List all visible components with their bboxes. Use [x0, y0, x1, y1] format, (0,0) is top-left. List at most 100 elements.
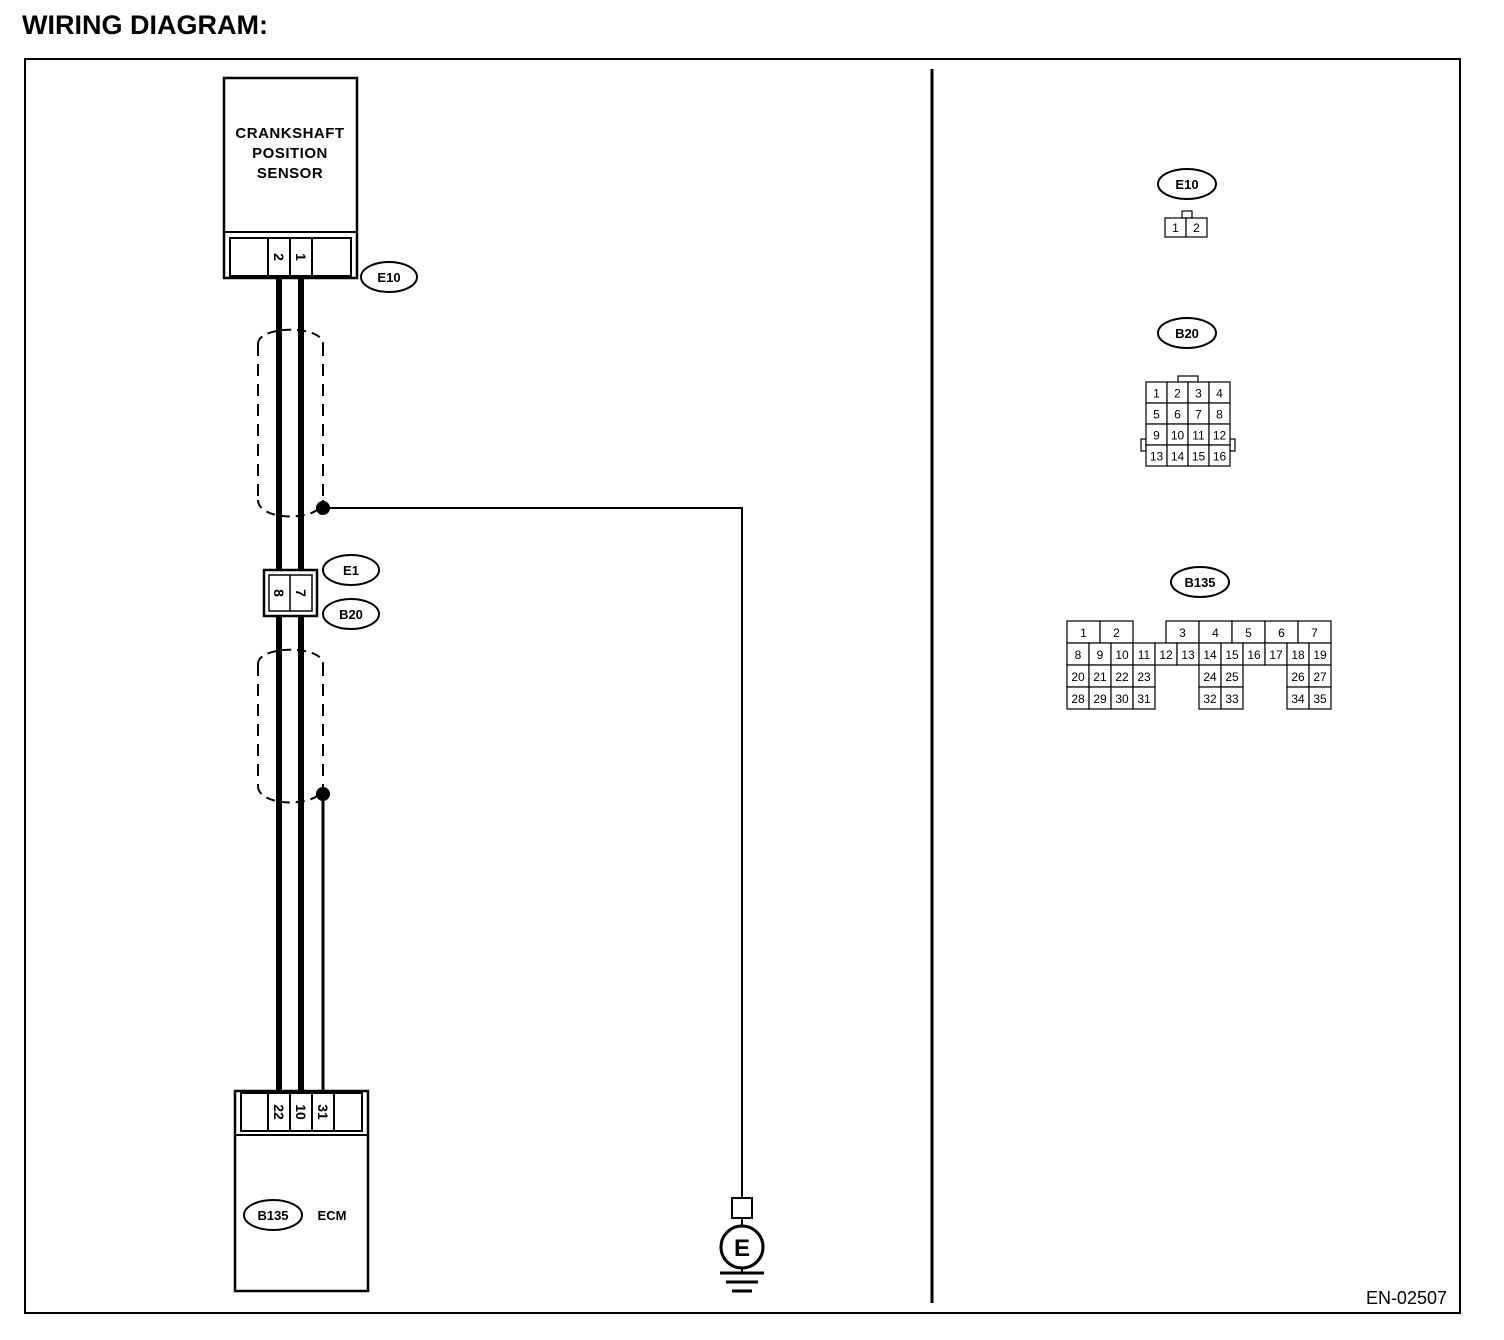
joint-pin-label: 7: [293, 589, 309, 597]
connector-tag-b135: B135: [243, 1199, 303, 1231]
connector-view-e10: E10 1 2: [1157, 168, 1217, 238]
shield-ground-wire: [316, 501, 743, 1198]
connector-view-tag: B135: [1184, 575, 1215, 590]
pin-cell: 22: [1115, 670, 1129, 684]
pin-cell: 31: [1137, 692, 1151, 706]
pin-cell: 1: [1153, 387, 1160, 401]
pin-cell: 6: [1278, 626, 1285, 640]
pin-cell: 5: [1153, 408, 1160, 422]
pin-cell: 21: [1093, 670, 1107, 684]
pin-cell: 9: [1153, 429, 1160, 443]
diagram-frame: [24, 58, 1461, 1314]
pin-cell: 3: [1195, 387, 1202, 401]
ecm-label: ECM: [318, 1208, 347, 1223]
pin-cell-box: [1132, 686, 1156, 710]
pin-cell: 26: [1291, 670, 1305, 684]
ecm-connector-housing: [240, 1092, 363, 1132]
svg-text:B135: B135: [257, 1208, 288, 1223]
sensor-pin-label: 1: [293, 253, 309, 261]
shield-drain-wire: [316, 787, 330, 1095]
pin-cell: 2: [1113, 626, 1120, 640]
svg-text:E10: E10: [377, 270, 400, 285]
pin-cell-box: [1220, 686, 1244, 710]
ecm-block: 22 10 31 B135 ECM: [233, 1089, 370, 1293]
pin-cell: 1: [1080, 626, 1087, 640]
shield-upper: [257, 328, 324, 518]
sensor-name-line: SENSOR: [257, 165, 323, 182]
pin-cell: 10: [1115, 648, 1129, 662]
ground-symbol: E: [719, 1197, 765, 1293]
pin-cell-box: [1208, 444, 1231, 467]
pin-cell: 2: [1174, 387, 1181, 401]
pin-cell: 4: [1216, 387, 1223, 401]
shield-lower: [257, 648, 324, 804]
sensor-connector-housing: [229, 237, 352, 277]
pin-cell: 8: [1075, 648, 1082, 662]
pin-cell: 1: [1172, 221, 1179, 235]
pin-cell: 13: [1181, 648, 1195, 662]
pin-cell: 18: [1291, 648, 1305, 662]
sensor-name-line: CRANKSHAFT: [235, 125, 344, 142]
connector-view-tag: B20: [1175, 326, 1199, 341]
pin-cell: 10: [1171, 429, 1185, 443]
pin-cell: 23: [1137, 670, 1151, 684]
pin-cell: 16: [1247, 648, 1261, 662]
pin-cell: 4: [1212, 626, 1219, 640]
sensor-name-line: POSITION: [252, 145, 328, 162]
pin-cell: 12: [1213, 429, 1227, 443]
ecm-pin-label: 31: [315, 1104, 331, 1120]
ecm-pin-label: 22: [271, 1104, 287, 1120]
svg-text:E1: E1: [343, 563, 359, 578]
connector-tag-e10: E10: [360, 261, 418, 293]
pin-cell: 9: [1097, 648, 1104, 662]
pin-cell: 11: [1192, 429, 1205, 443]
svg-text:B20: B20: [339, 607, 363, 622]
connector-tag-e1: E1: [322, 554, 380, 586]
pin-cell: 35: [1313, 692, 1327, 706]
pin-cell: 11: [1138, 648, 1151, 662]
pin-cell: 32: [1203, 692, 1217, 706]
pin-cell: 14: [1203, 648, 1217, 662]
signal-wires: [276, 277, 304, 1095]
pin-cell: 3: [1179, 626, 1186, 640]
connector-tag-b20: B20: [322, 598, 380, 630]
pin-cell: 17: [1269, 648, 1283, 662]
pin-cell: 15: [1225, 648, 1239, 662]
pin-cell: 30: [1115, 692, 1129, 706]
pin-cell: 25: [1225, 670, 1239, 684]
connector-view-tag: E10: [1175, 177, 1198, 192]
pin-cell: 5: [1245, 626, 1252, 640]
pin-cell: 13: [1150, 450, 1164, 464]
ground-label: E: [734, 1235, 750, 1262]
sensor-pin-label: 2: [271, 253, 287, 261]
pin-cell: 6: [1174, 408, 1181, 422]
pin-cell: 2: [1193, 221, 1200, 235]
diagram-code: EN-02507: [1366, 1288, 1447, 1308]
joint-pin-label: 8: [271, 589, 287, 597]
page-title: WIRING DIAGRAM:: [22, 10, 268, 40]
pin-cell: 34: [1291, 692, 1305, 706]
crankshaft-sensor-block: CRANKSHAFT POSITION SENSOR 2 1: [222, 76, 359, 280]
pin-cell: 14: [1171, 450, 1185, 464]
pin-cell: 15: [1192, 450, 1206, 464]
joint-connector: 8 7: [262, 568, 319, 618]
pin-cell: 28: [1071, 692, 1085, 706]
pin-cell: 16: [1213, 450, 1227, 464]
pin-cell: 12: [1159, 648, 1173, 662]
pin-cell: 20: [1071, 670, 1085, 684]
pin-cell: 8: [1216, 408, 1223, 422]
pin-cell: 7: [1195, 408, 1202, 422]
pin-cell: 27: [1313, 670, 1327, 684]
pin-cell: 24: [1203, 670, 1217, 684]
pin-cell: 7: [1311, 626, 1318, 640]
pin-cell-box: [1308, 686, 1332, 710]
pin-cell: 29: [1093, 692, 1107, 706]
pin-cell: 33: [1225, 692, 1239, 706]
ecm-pin-label: 10: [293, 1104, 309, 1120]
pin-cell: 19: [1313, 648, 1327, 662]
